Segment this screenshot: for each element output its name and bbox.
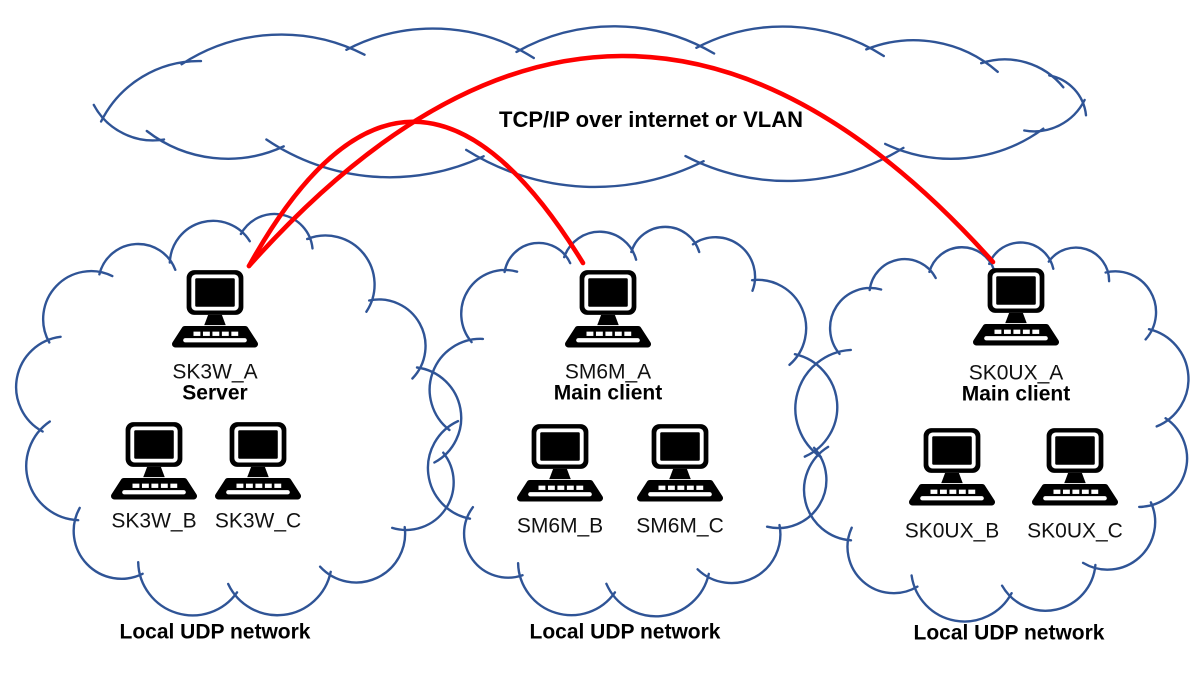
right-udp-network-cloud	[794, 241, 1190, 623]
computer-icon-sm6m-c	[640, 424, 719, 498]
node-label-sk3w-c: SK3W_C	[214, 509, 302, 533]
node-role-sk3w-a: Server	[182, 381, 248, 405]
computer-icon-sk0ux-a	[976, 268, 1055, 342]
node-label-sm6m-c: SM6M_C	[636, 514, 724, 538]
node-label-sk0ux-b: SK0UX_B	[904, 519, 1000, 543]
computer-icon-sk0ux-b	[912, 428, 991, 502]
computer-icon-sm6m-a	[568, 270, 647, 344]
node-role-sm6m-a: Main client	[553, 381, 663, 405]
computer-icon-sk0ux-c	[1035, 428, 1114, 502]
node-role-sk0ux-a: Main client	[961, 382, 1071, 406]
computer-icon-sk3w-b	[114, 422, 193, 496]
backbone-label: TCP/IP over internet or VLAN	[499, 107, 803, 132]
node-label-sk3w-a: SK3W_A	[172, 360, 258, 384]
network-label-left: Local UDP network	[119, 620, 311, 644]
node-label-sk0ux-c: SK0UX_C	[1027, 519, 1123, 543]
network-label-right: Local UDP network	[913, 621, 1105, 645]
connection-sk3w-to-sk0ux	[246, 53, 996, 269]
node-label-sm6m-b: SM6M_B	[516, 514, 604, 538]
node-label-sk3w-b: SK3W_B	[111, 509, 197, 533]
computer-icon-sm6m-b	[520, 424, 599, 498]
network-label-middle: Local UDP network	[529, 620, 721, 644]
internet-backbone-cloud	[92, 25, 1088, 189]
computer-icon-sk3w-a	[175, 270, 254, 344]
node-label-sm6m-a: SM6M_A	[564, 360, 652, 384]
node-label-sk0ux-a: SK0UX_A	[968, 361, 1064, 385]
computer-icon-sk3w-c	[218, 422, 297, 496]
middle-udp-network-cloud	[426, 225, 839, 618]
